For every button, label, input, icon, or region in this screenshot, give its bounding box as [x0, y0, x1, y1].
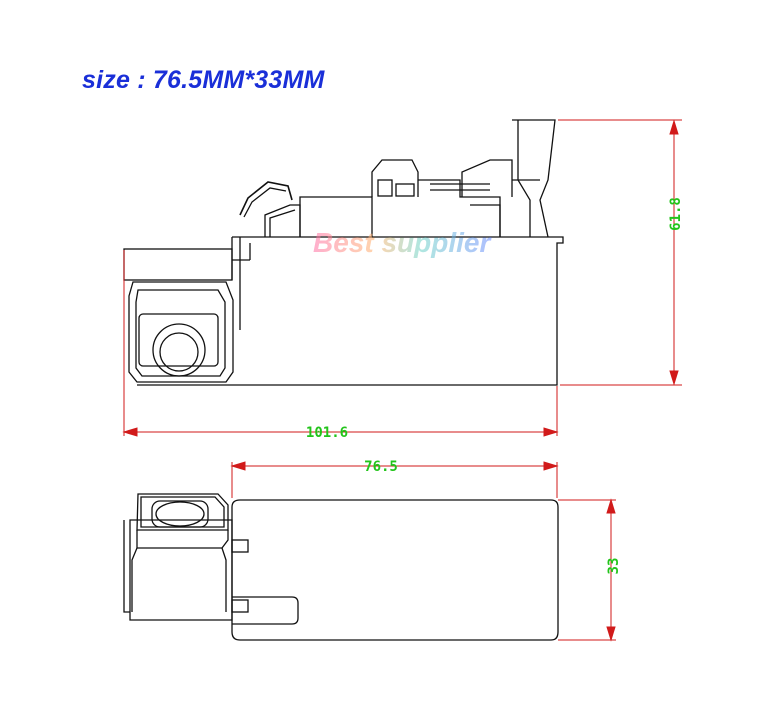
- length-side-dimension-label: 101.6: [306, 425, 348, 441]
- side-lens-outer: [152, 323, 206, 377]
- side-body-outline: [137, 236, 564, 386]
- top-dimensions: [230, 461, 616, 642]
- width-dimension-label: 33: [606, 558, 622, 575]
- side-camera-head: [128, 281, 234, 383]
- watermark-text: Best supplier: [313, 227, 492, 258]
- top-camera-front: [136, 493, 229, 531]
- top-body-outline: [231, 499, 559, 641]
- side-mount-block: [123, 248, 233, 281]
- size-title: size : 76.5MM*33MM: [82, 66, 325, 94]
- side-lens-inner: [159, 332, 199, 372]
- side-view: [123, 119, 564, 386]
- top-view: [123, 493, 559, 641]
- height-dimension-label: 61.8: [668, 197, 684, 231]
- length-top-dimension-label: 76.5: [364, 459, 398, 475]
- top-camera-body: [129, 519, 233, 621]
- top-lens: [155, 501, 205, 527]
- side-dimensions: [122, 119, 682, 437]
